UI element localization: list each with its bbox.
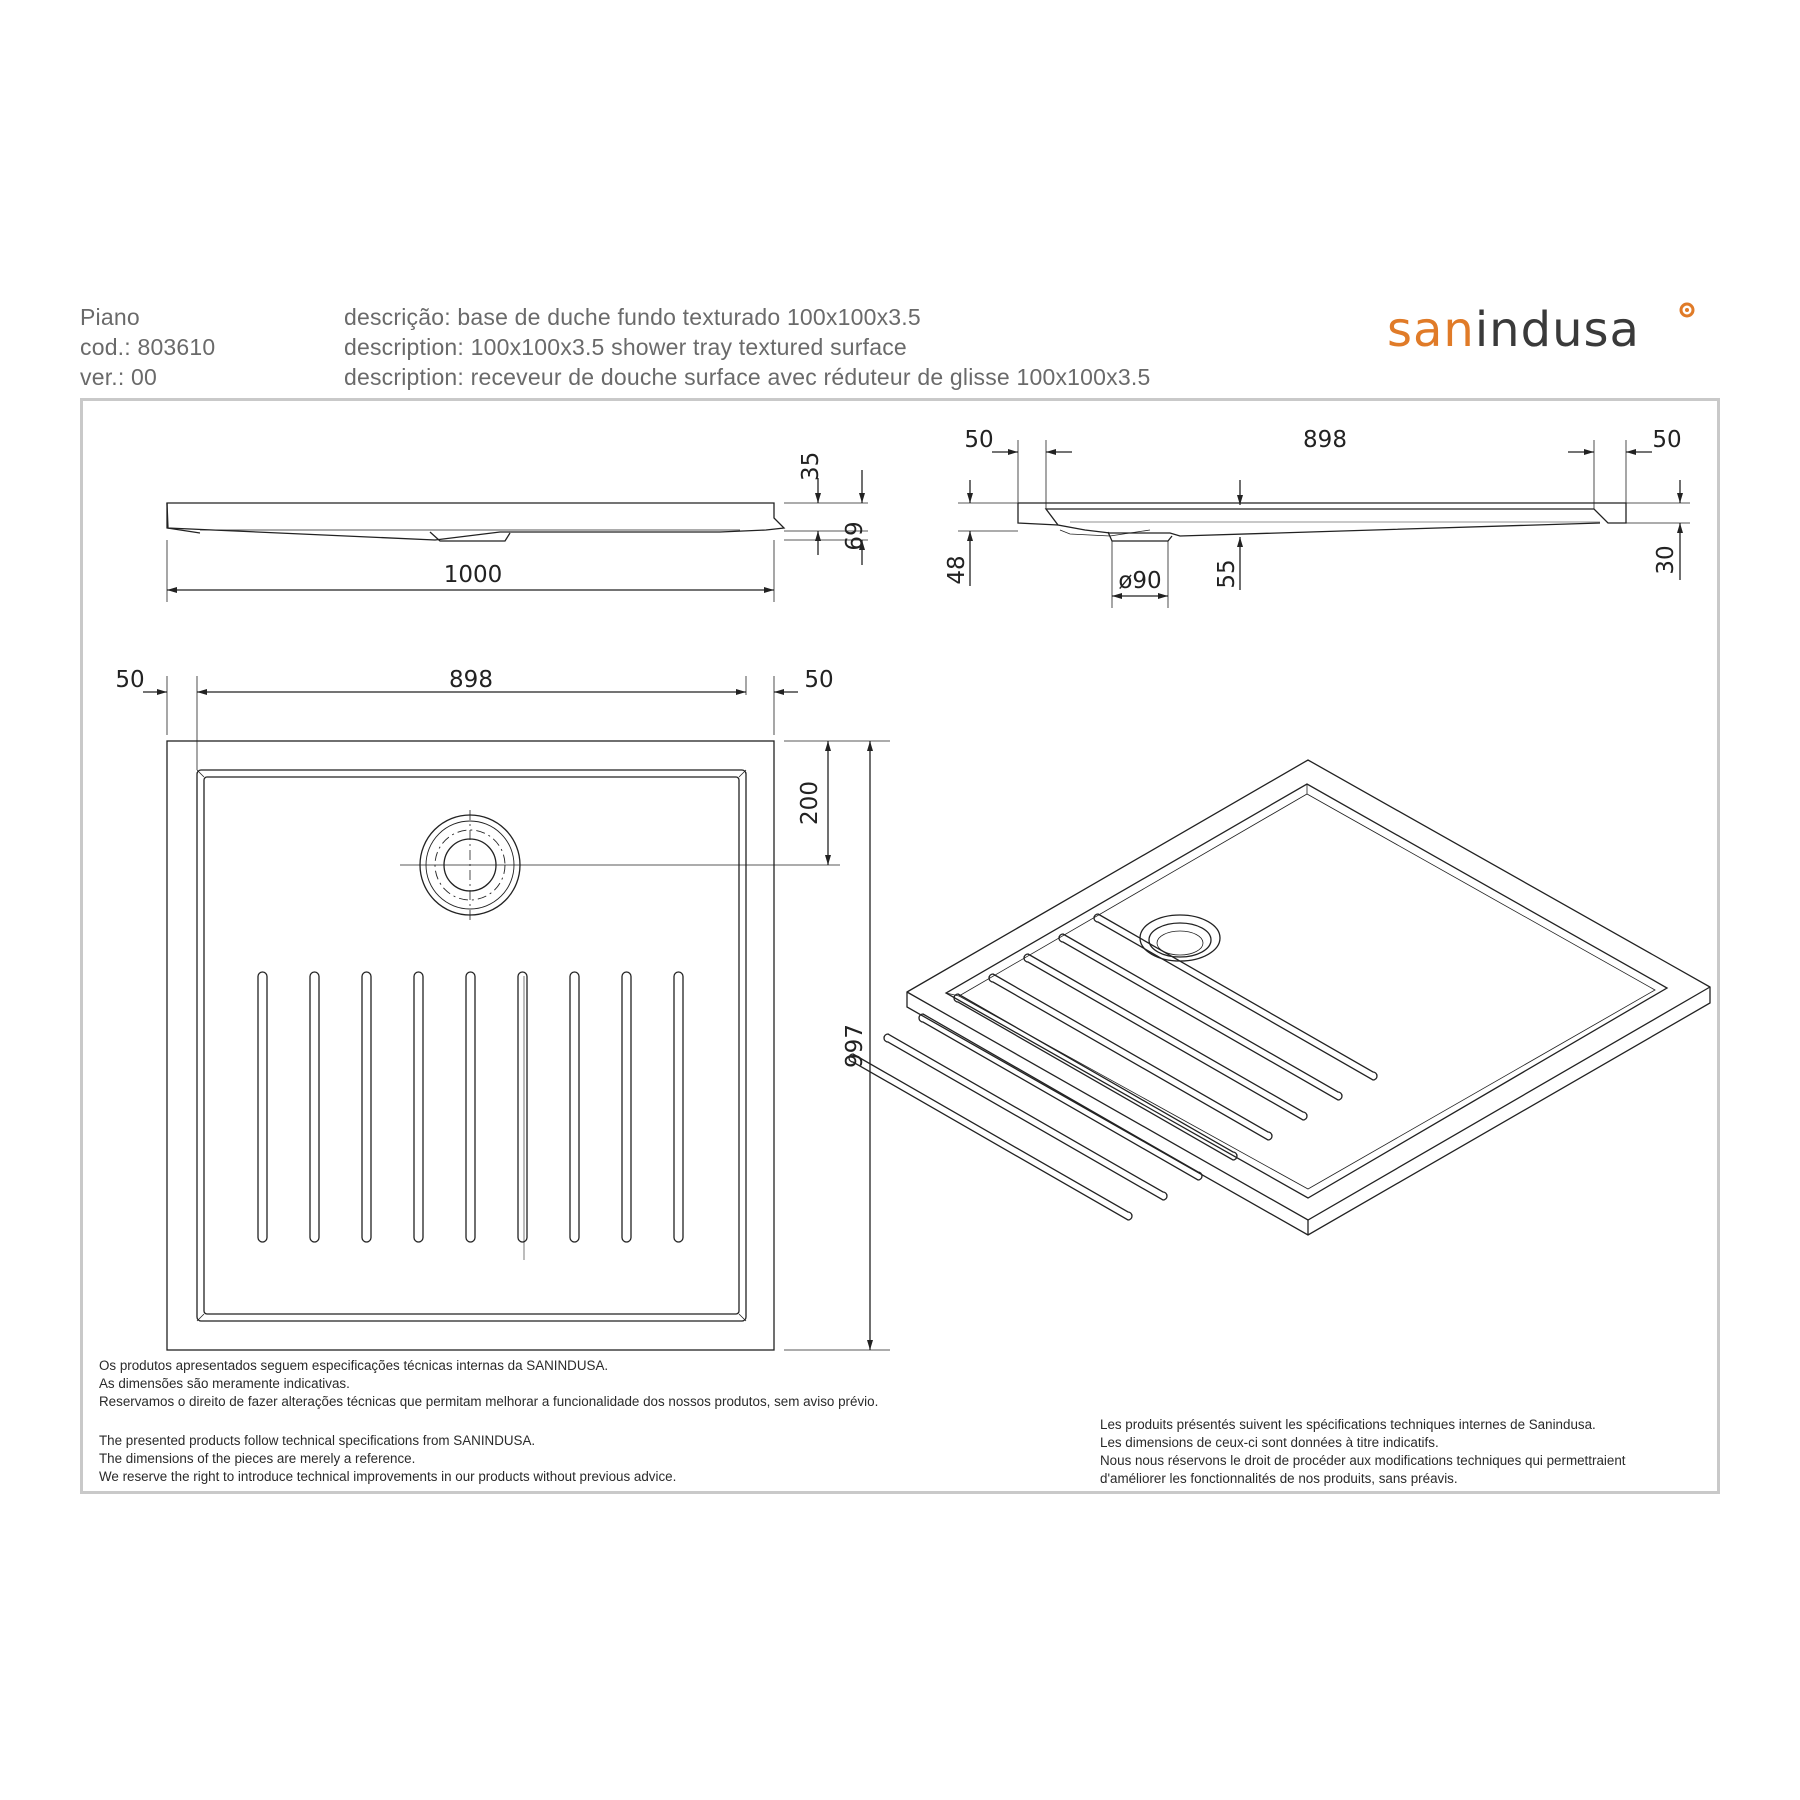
- section-dim-diameter: ø90: [1118, 568, 1161, 594]
- description-fr: description: receveur de douche surface …: [344, 364, 1151, 390]
- note-line: The presented products follow technical …: [99, 1433, 536, 1448]
- anti-slip-slot: [621, 971, 632, 1243]
- iso-anti-slip-slot: [1093, 913, 1378, 1081]
- plan-dim-200: 200: [797, 781, 823, 825]
- iso-anti-slip-slot: [1023, 953, 1308, 1121]
- sanindusa-logo: sanindusa: [1387, 302, 1695, 358]
- plan-dim-997: 997: [842, 1024, 868, 1068]
- isometric-slots: [848, 913, 1378, 1221]
- note-line: Les dimensions de ceux-ci sont données à…: [1100, 1435, 1439, 1450]
- logo-mark-icon: [1679, 302, 1695, 318]
- description-en: description: 100x100x3.5 shower tray tex…: [344, 334, 907, 360]
- product-code: cod.: 803610: [80, 334, 216, 360]
- iso-anti-slip-slot: [848, 1053, 1133, 1221]
- section-dim-55: 55: [1214, 559, 1240, 588]
- notes-fr: Les produits présentés suivent les spéci…: [1100, 1416, 1626, 1488]
- drawing-frame: [80, 398, 1720, 1494]
- section-dim-left-50: 50: [964, 427, 993, 453]
- svg-text:sanindusa: sanindusa: [1387, 302, 1640, 358]
- notes-en: The presented products follow technical …: [99, 1432, 676, 1486]
- note-line: Os produtos apresentados seguem especifi…: [99, 1358, 609, 1373]
- section-dim-30: 30: [1653, 545, 1679, 574]
- product-version: ver.: 00: [80, 364, 158, 390]
- description-pt: descrição: base de duche fundo texturado…: [344, 304, 921, 330]
- notes-pt: Os produtos apresentados seguem especifi…: [99, 1357, 878, 1411]
- section-dim-48: 48: [944, 555, 970, 584]
- isometric-view: [848, 759, 1711, 1236]
- note-line: Nous nous réservons le droit de procéder…: [1100, 1453, 1626, 1468]
- side-dim-69: 69: [842, 521, 868, 550]
- note-line: Les produits présentés suivent les spéci…: [1100, 1417, 1596, 1432]
- anti-slip-slot: [517, 971, 528, 1243]
- plan-dim-left-50: 50: [115, 667, 144, 693]
- plan-slots: [257, 971, 684, 1243]
- note-line: We reserve the right to introduce techni…: [99, 1469, 677, 1484]
- side-dim-35: 35: [798, 452, 824, 481]
- iso-anti-slip-slot: [953, 993, 1238, 1161]
- section-dim-right-50: 50: [1652, 427, 1681, 453]
- anti-slip-slot: [361, 971, 372, 1243]
- plan-dim-right-50: 50: [804, 667, 833, 693]
- anti-slip-slot: [413, 971, 424, 1243]
- logo-text-indusa: indusa: [1475, 302, 1640, 358]
- anti-slip-slot: [569, 971, 580, 1243]
- anti-slip-slot: [309, 971, 320, 1243]
- anti-slip-slot: [257, 971, 268, 1243]
- side-view: [166, 470, 868, 602]
- anti-slip-slot: [673, 971, 684, 1243]
- logo-text-san: san: [1387, 302, 1475, 358]
- side-dim-1000: 1000: [444, 562, 503, 588]
- plan-view: [143, 676, 890, 1351]
- product-name: Piano: [80, 304, 140, 330]
- anti-slip-slot: [465, 971, 476, 1243]
- note-line: As dimensões são meramente indicativas.: [99, 1376, 350, 1391]
- iso-anti-slip-slot: [1058, 933, 1343, 1101]
- iso-anti-slip-slot: [883, 1033, 1168, 1201]
- iso-anti-slip-slot: [918, 1013, 1203, 1181]
- note-line: d'améliorer les fonctionnalités de nos p…: [1100, 1471, 1458, 1486]
- note-line: Reservamos o direito de fazer alterações…: [99, 1394, 879, 1409]
- section-view: [958, 440, 1690, 608]
- section-dim-898: 898: [1303, 427, 1347, 453]
- note-line: The dimensions of the pieces are merely …: [99, 1451, 416, 1466]
- plan-dim-898: 898: [449, 667, 493, 693]
- iso-anti-slip-slot: [988, 973, 1273, 1141]
